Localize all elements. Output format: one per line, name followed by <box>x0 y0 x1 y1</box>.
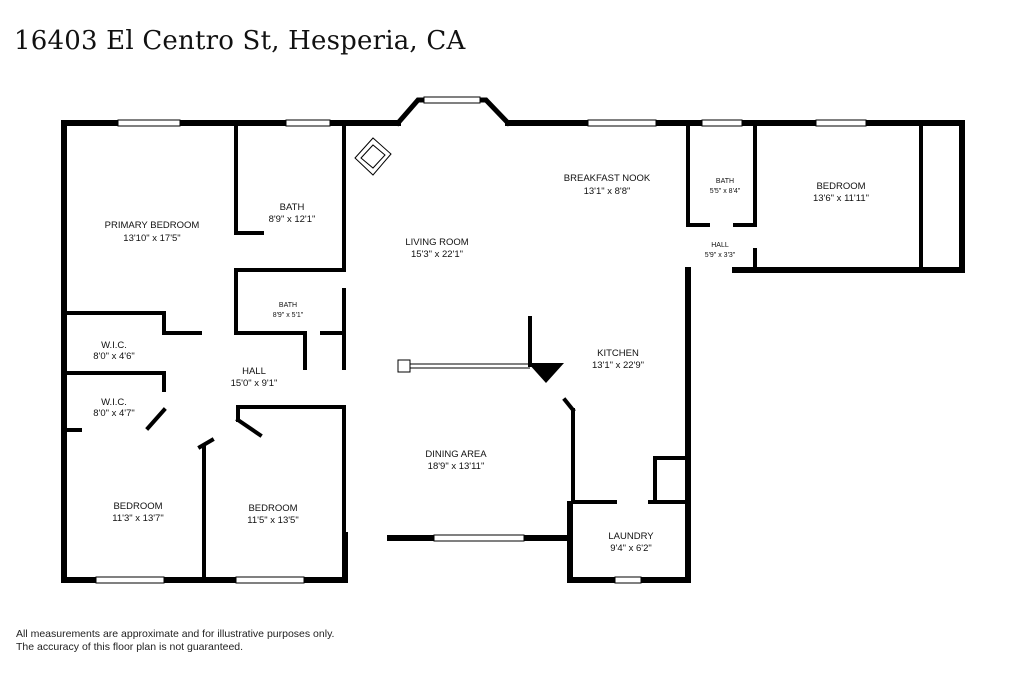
room-labels: PRIMARY BEDROOM 13'10" x 17'5" BATH 8'9"… <box>93 173 869 554</box>
bath-mid-dims: 8'9" x 5'1" <box>273 312 304 319</box>
hall-main-label: HALL <box>242 366 266 377</box>
bedroom-mid-label: BEDROOM <box>248 503 297 514</box>
fireplace-icon <box>354 137 392 176</box>
hall-right-dims: 5'9" x 3'3" <box>705 252 736 259</box>
laundry-label: LAUNDRY <box>608 531 654 542</box>
bath-mid-label: BATH <box>279 302 297 309</box>
wic-2-label: W.I.C. <box>101 397 127 408</box>
primary-bedroom-dims: 13'10" x 17'5" <box>123 233 180 244</box>
bedroom-mid-dims: 11'5" x 13'5" <box>247 515 298 526</box>
kitchen-island <box>397 359 564 383</box>
wic-1-label: W.I.C. <box>101 340 127 351</box>
wic-1-dims: 8'0" x 4'6" <box>93 351 135 362</box>
property-address-title: 16403 El Centro St, Hesperia, CA <box>14 26 466 56</box>
disclaimer-line-2: The accuracy of this floor plan is not g… <box>16 641 244 653</box>
breakfast-nook-label: BREAKFAST NOOK <box>564 173 651 184</box>
windows <box>95 96 867 584</box>
bath-right-label: BATH <box>716 178 734 185</box>
hall-right-label: HALL <box>711 242 729 249</box>
living-room-dims: 15'3" x 22'1" <box>411 249 463 260</box>
living-room-label: LIVING ROOM <box>405 237 468 248</box>
bath-right-dims: 5'5" x 8'4" <box>710 188 741 195</box>
dining-area-label: DINING AREA <box>425 449 487 460</box>
hall-main-dims: 15'0" x 9'1" <box>231 378 278 389</box>
bedroom-left-label: BEDROOM <box>113 501 162 512</box>
exterior-walls <box>61 97 965 583</box>
bath-top-dims: 8'9" x 12'1" <box>269 214 316 225</box>
laundry-dims: 9'4" x 6'2" <box>610 543 652 554</box>
disclaimer: All measurements are approximate and for… <box>16 628 334 654</box>
bedroom-left-dims: 11'3" x 13'7" <box>112 513 163 524</box>
dining-area-dims: 18'9" x 13'11" <box>428 461 485 472</box>
primary-bedroom-label: PRIMARY BEDROOM <box>105 220 200 231</box>
disclaimer-line-1: All measurements are approximate and for… <box>16 628 335 640</box>
bedroom-right-label: BEDROOM <box>816 181 865 192</box>
kitchen-dims: 13'1" x 22'9" <box>592 360 644 371</box>
interior-walls <box>62 121 923 582</box>
bath-top-label: BATH <box>280 202 305 213</box>
kitchen-label: KITCHEN <box>597 348 639 359</box>
bedroom-right-dims: 13'6" x 11'11" <box>813 193 869 204</box>
wic-2-dims: 8'0" x 4'7" <box>93 408 135 419</box>
breakfast-nook-dims: 13'1" x 8'8" <box>584 186 631 197</box>
